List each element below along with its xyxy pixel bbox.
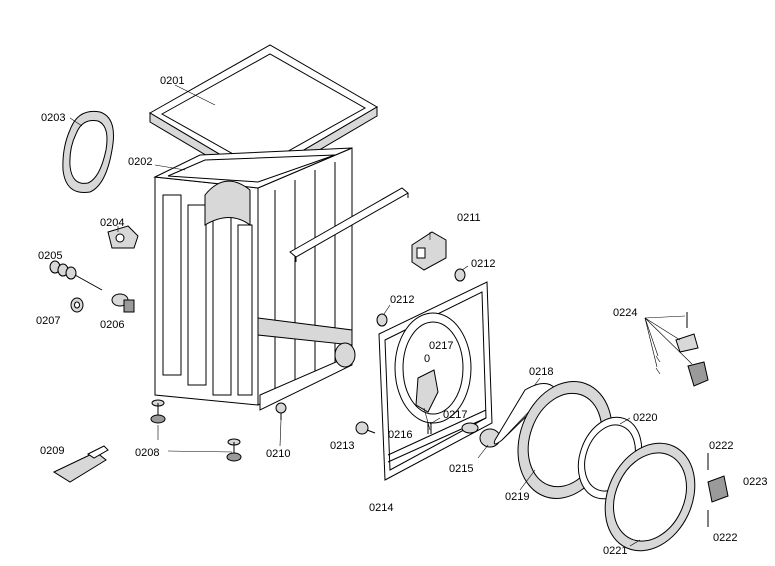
part-0209-plate <box>52 445 109 483</box>
part-0205-spring <box>49 260 103 291</box>
label-0202: 0202 <box>128 156 152 168</box>
label-0217-b: 0217 <box>443 409 467 421</box>
part-0217-pin <box>427 422 432 434</box>
part-0207-nut <box>70 297 84 313</box>
crossbar <box>289 187 409 262</box>
label-0210: 0210 <box>266 448 290 460</box>
part-0210-screw <box>275 402 287 420</box>
part-0201-top-cover <box>149 44 378 187</box>
label-0212-a: 0212 <box>471 258 495 270</box>
label-0218: 0218 <box>529 366 553 378</box>
part-0211-door-lock <box>411 231 447 271</box>
label-0209: 0209 <box>40 445 64 457</box>
label-0216: 0216 <box>388 429 412 441</box>
part-0208-feet <box>150 399 242 462</box>
label-0211: 0211 <box>457 212 481 224</box>
leader-lines <box>69 84 693 547</box>
part-0213-bolt <box>355 421 376 435</box>
label-0219: 0219 <box>505 491 529 503</box>
part-0216-door-lever <box>415 369 439 413</box>
label-0208: 0208 <box>135 447 159 459</box>
label-0222-a: 0222 <box>709 440 733 452</box>
part-labels: 0201 0202 0203 0204 0205 0206 0207 0208 … <box>36 75 767 557</box>
part-0212-clip-b <box>376 313 388 327</box>
label-0213: 0213 <box>330 440 354 452</box>
label-0221: 0221 <box>603 545 627 557</box>
label-0217-a: 0217 <box>429 340 453 352</box>
label-0201: 0201 <box>160 75 184 87</box>
part-0203-gasket <box>62 110 114 194</box>
label-0203: 0203 <box>41 112 65 124</box>
label-0224: 0224 <box>613 307 637 319</box>
label-0204: 0204 <box>100 217 124 229</box>
part-0223-hinge <box>707 475 729 503</box>
part-0221-door-ring <box>604 442 696 552</box>
part-0204-bracket <box>107 225 139 249</box>
label-0206: 0206 <box>100 319 124 331</box>
label-0222-b: 0222 <box>713 532 737 544</box>
part-0202-cabinet <box>153 147 356 411</box>
label-0207: 0207 <box>36 315 60 327</box>
label-0212-b: 0212 <box>390 294 414 306</box>
part-0206-foot <box>111 293 135 313</box>
label-0215: 0215 <box>449 463 473 475</box>
label-0214: 0214 <box>369 502 393 514</box>
label-0205: 0205 <box>38 250 62 262</box>
label-0217-a-sub: 0 <box>424 353 430 365</box>
part-0224-kit <box>655 312 709 387</box>
label-0223: 0223 <box>743 476 767 488</box>
label-0220: 0220 <box>633 412 657 424</box>
part-0212-clip-a <box>454 268 466 282</box>
